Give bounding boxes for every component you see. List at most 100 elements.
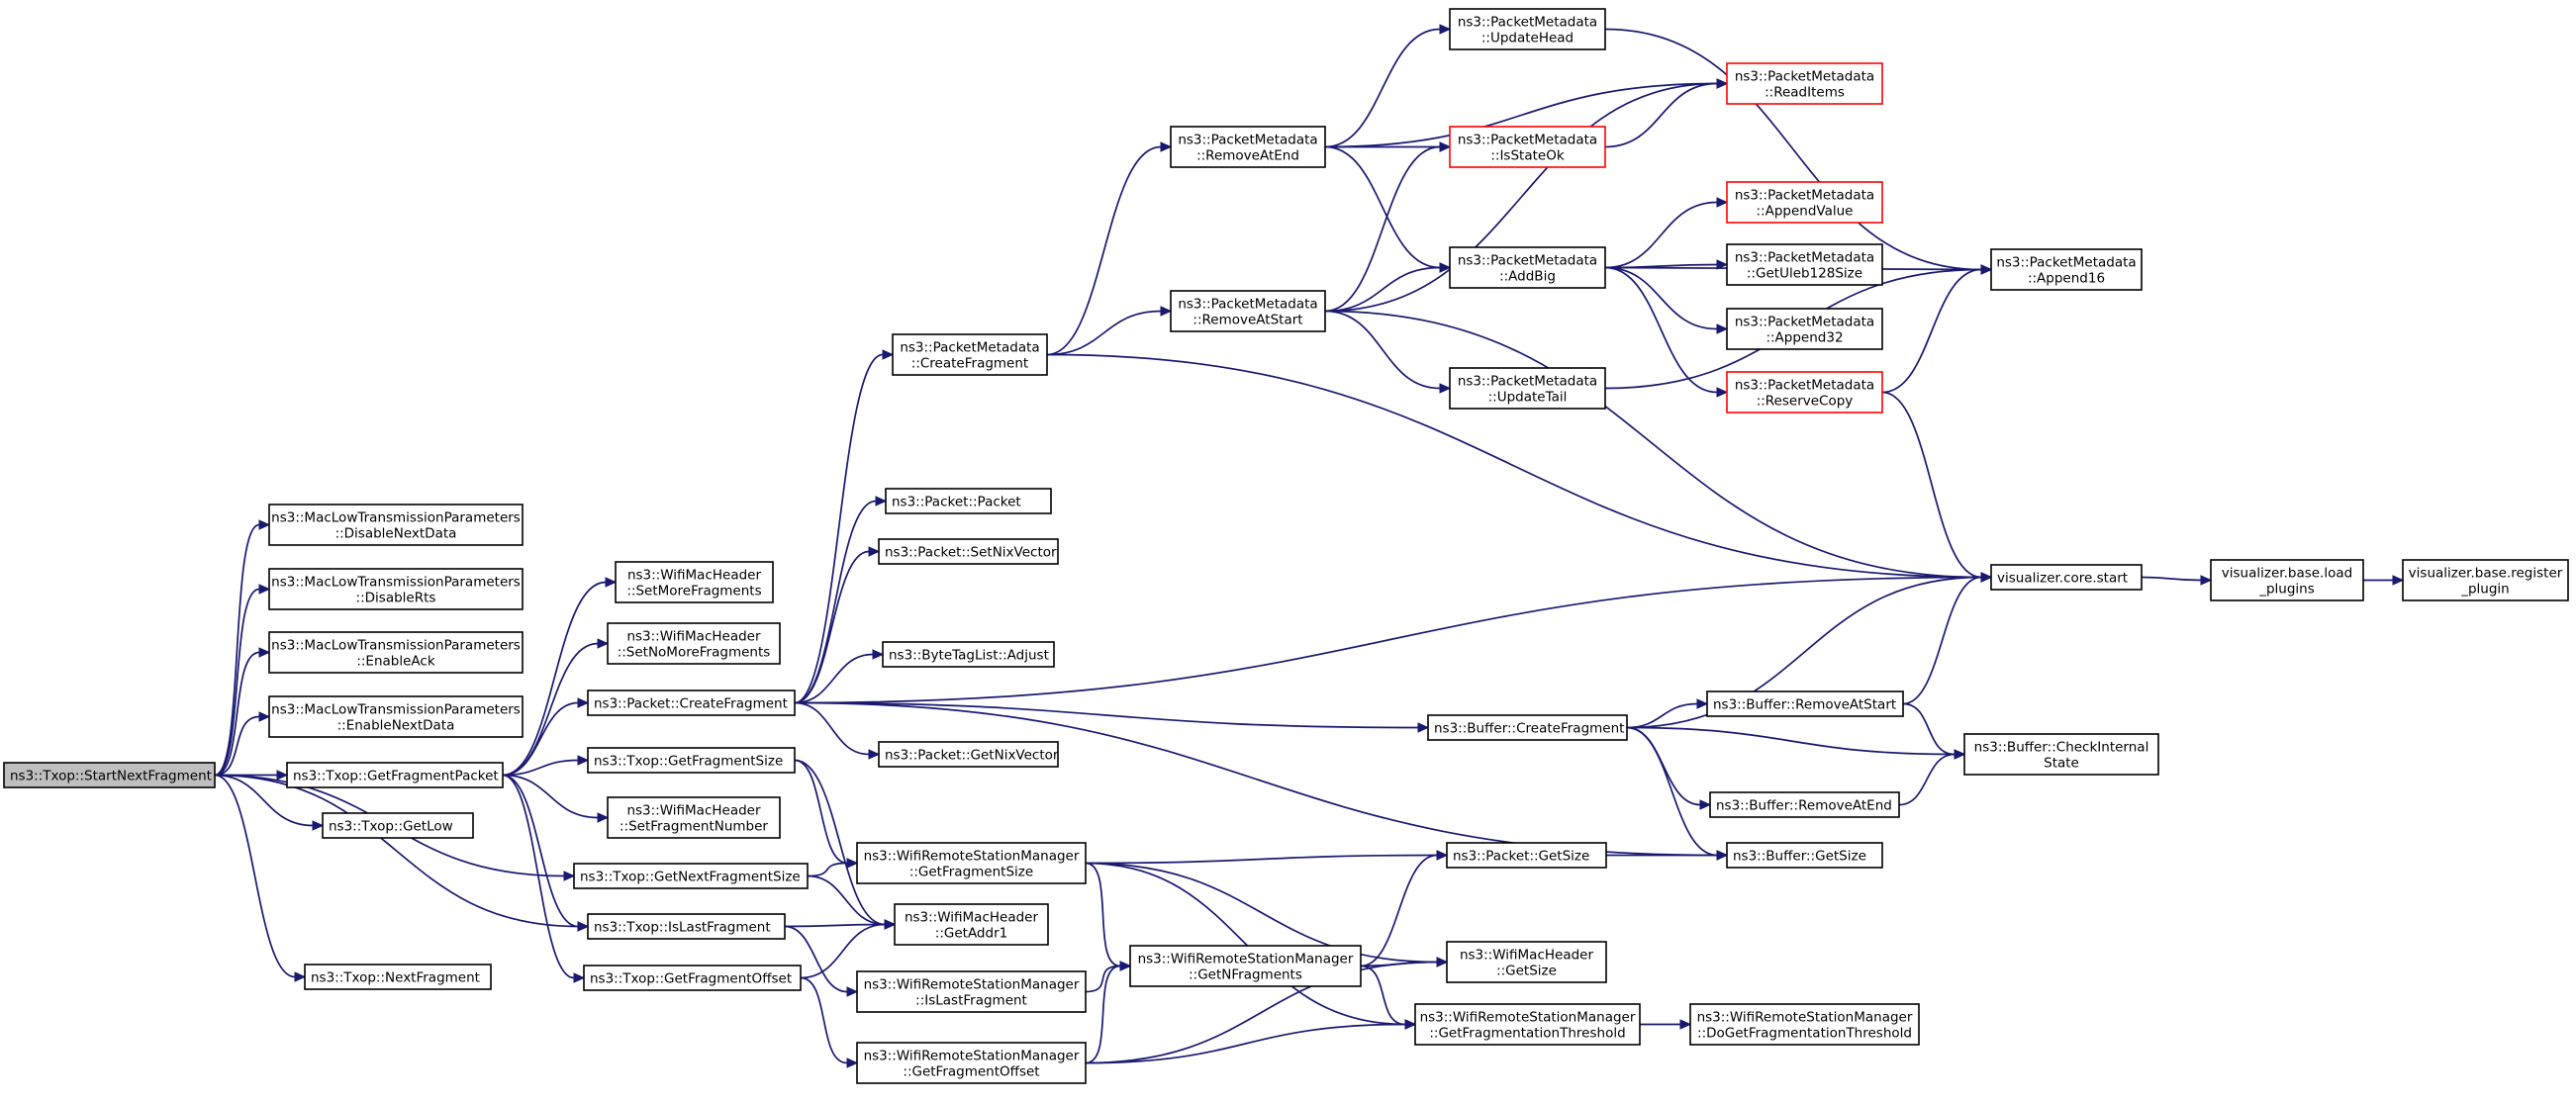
- node-add-big[interactable]: ns3::PacketMetadata::AddBig: [1449, 246, 1606, 289]
- node-box: [878, 741, 1059, 768]
- node-get-addr1[interactable]: ns3::WifiMacHeader::GetAddr1: [894, 903, 1049, 946]
- node-update-tail[interactable]: ns3::PacketMetadata::UpdateTail: [1449, 367, 1606, 410]
- edge-line: [502, 581, 607, 777]
- node-is-last-fragment[interactable]: ns3::Txop::IsLastFragment: [587, 913, 786, 940]
- node-buffer-remove-at-start[interactable]: ns3::Buffer::RemoveAtStart: [1706, 690, 1904, 717]
- node-label-line: ns3::Txop::GetLow: [329, 819, 453, 835]
- node-wrsm-get-fragment-offset[interactable]: ns3::WifiRemoteStationManager::GetFragme…: [856, 1042, 1087, 1084]
- edge-packet_create_fragment-to-set_nix_vector: [794, 546, 881, 704]
- node-label-line: ns3::WifiRemoteStationManager: [1697, 1010, 1913, 1026]
- arrowhead-icon: [577, 755, 590, 766]
- node-label-line: ns3::PacketMetadata: [1735, 250, 1874, 266]
- node-visualizer-base-register-plugin[interactable]: visualizer.base.register_plugin: [2402, 559, 2569, 601]
- node-box: [882, 641, 1055, 668]
- node-buffer-get-size[interactable]: ns3::Buffer::GetSize: [1726, 842, 1883, 869]
- node-label-line: ns3::Buffer::CreateFragment: [1434, 721, 1624, 737]
- arrowhead-icon: [1980, 264, 1993, 275]
- node-buffer-create-fragment[interactable]: ns3::Buffer::CreateFragment: [1427, 714, 1628, 741]
- arrowhead-icon: [1696, 698, 1709, 709]
- edge-buffer_create_fragment-to-buffer_remove_at_start: [1626, 698, 1709, 729]
- node-enable-ack[interactable]: ns3::MacLowTransmissionParameters::Enabl…: [268, 631, 524, 674]
- node-packet-get-size[interactable]: ns3::Packet::GetSize: [1446, 842, 1607, 869]
- node-append16[interactable]: ns3::PacketMetadata::Append16: [1990, 248, 2143, 291]
- node-label-line: ::RemoveAtStart: [1193, 313, 1302, 328]
- node-get-nix-vector[interactable]: ns3::Packet::GetNixVector: [878, 741, 1059, 768]
- node-append-value[interactable]: ns3::PacketMetadata::AppendValue: [1726, 181, 1883, 224]
- edge-start_next_fragment-to-disable_rts: [214, 584, 271, 777]
- node-set-more-fragments[interactable]: ns3::WifiMacHeader::SetMoreFragments: [615, 561, 774, 603]
- node-update-head[interactable]: ns3::PacketMetadata::UpdateHead: [1449, 8, 1606, 50]
- edge-txop_get_fragment_offset-to-get_addr1: [800, 919, 897, 979]
- arrowhead-icon: [597, 638, 610, 649]
- node-get-fragmentation-threshold[interactable]: ns3::WifiRemoteStationManager::GetFragme…: [1414, 1003, 1641, 1046]
- edge-line: [1604, 266, 1718, 330]
- node-wrsm-get-fragment-size[interactable]: ns3::WifiRemoteStationManager::GetFragme…: [856, 842, 1087, 884]
- node-do-get-fragmentation-threshold[interactable]: ns3::WifiRemoteStationManager::DoGetFrag…: [1689, 1003, 1920, 1046]
- node-label-line: ::IsStateOk: [1490, 148, 1564, 164]
- arrowhead-icon: [1716, 259, 1729, 270]
- node-txop-get-fragment-offset[interactable]: ns3::Txop::GetFragmentOffset: [583, 965, 802, 991]
- node-label-line: ::SetNoMoreFragments: [618, 645, 771, 661]
- node-set-nix-vector[interactable]: ns3::Packet::SetNixVector: [878, 538, 1059, 565]
- node-get-uleb128-size[interactable]: ns3::PacketMetadata::GetUleb128Size: [1726, 243, 1883, 286]
- edge-remove_at_start-to-visualizer_core_start: [1324, 310, 1993, 583]
- node-txop-get-fragment-size[interactable]: ns3::Txop::GetFragmentSize: [587, 747, 796, 774]
- node-enable-next-data[interactable]: ns3::MacLowTransmissionParameters::Enabl…: [268, 695, 524, 738]
- edge-buffer_create_fragment-to-check_internal_state: [1626, 726, 1966, 760]
- node-get-n-fragments[interactable]: ns3::WifiRemoteStationManager::GetNFragm…: [1129, 945, 1362, 987]
- node-start-next-fragment[interactable]: ns3::Txop::StartNextFragment: [3, 762, 216, 788]
- node-next-fragment[interactable]: ns3::Txop::NextFragment: [304, 964, 492, 990]
- node-reserve-copy[interactable]: ns3::PacketMetadata::ReserveCopy: [1726, 371, 1883, 414]
- node-disable-next-data[interactable]: ns3::MacLowTransmissionParameters::Disab…: [268, 504, 524, 546]
- edge-line: [214, 523, 260, 777]
- node-label-line: ::IsLastFragment: [915, 993, 1027, 1009]
- node-get-low[interactable]: ns3::Txop::GetLow: [322, 812, 474, 839]
- node-bytetaglist-adjust[interactable]: ns3::ByteTagList::Adjust: [882, 641, 1055, 668]
- arrowhead-icon: [597, 812, 610, 823]
- edge-remove_at_end-to-add_big: [1324, 145, 1452, 273]
- node-remove-at-start[interactable]: ns3::PacketMetadata::RemoveAtStart: [1170, 290, 1326, 332]
- node-pm-create-fragment[interactable]: ns3::PacketMetadata::CreateFragment: [892, 333, 1048, 376]
- node-visualizer-core-start[interactable]: visualizer.core.start: [1990, 564, 2143, 591]
- edge-wrsm_get_fragment_offset-to-get_n_fragments: [1085, 961, 1132, 1064]
- node-label-line: ns3::WifiMacHeader: [1460, 948, 1594, 964]
- edges-layer: [214, 24, 2405, 1068]
- node-wmh-get-size[interactable]: ns3::WifiMacHeader::GetSize: [1446, 941, 1607, 983]
- node-remove-at-end[interactable]: ns3::PacketMetadata::RemoveAtEnd: [1170, 126, 1326, 168]
- node-read-items[interactable]: ns3::PacketMetadata::ReadItems: [1726, 62, 1883, 105]
- edge-line: [1360, 854, 1438, 967]
- edge-is_state_ok-to-read_items: [1604, 78, 1729, 148]
- node-visualizer-base-load-plugins[interactable]: visualizer.base.load_plugins: [2210, 559, 2364, 601]
- node-box: [1170, 126, 1326, 168]
- node-is-state-ok[interactable]: ns3::PacketMetadata::IsStateOk: [1449, 126, 1606, 168]
- node-label-line: ns3::Packet::CreateFragment: [594, 696, 788, 712]
- edge-get_next_fragment_size-to-wrsm_get_fragment_size: [807, 858, 859, 877]
- node-label-line: ns3::PacketMetadata: [1735, 378, 1874, 394]
- arrowhead-icon: [868, 546, 881, 557]
- node-label-line: ns3::Txop::NextFragment: [311, 970, 480, 986]
- edge-line: [502, 701, 579, 777]
- node-buffer-remove-at-end[interactable]: ns3::Buffer::RemoveAtEnd: [1709, 791, 1900, 818]
- node-label-line: ::EnableNextData: [337, 718, 455, 734]
- node-box: [2210, 559, 2364, 601]
- node-label-line: ns3::WifiRemoteStationManager: [864, 1049, 1080, 1064]
- arrowhead-icon: [875, 496, 888, 506]
- node-box: [1963, 733, 2159, 776]
- node-packet-packet[interactable]: ns3::Packet::Packet: [885, 488, 1052, 514]
- node-label-line: _plugins: [2258, 582, 2315, 598]
- edge-line: [794, 550, 870, 704]
- node-set-fragment-number[interactable]: ns3::WifiMacHeader::SetFragmentNumber: [607, 796, 781, 839]
- arrowhead-icon: [258, 584, 271, 595]
- node-disable-rts[interactable]: ns3::MacLowTransmissionParameters::Disab…: [268, 568, 524, 610]
- node-label-line: ::DisableNextData: [335, 526, 457, 542]
- node-wrsm-is-last-fragment[interactable]: ns3::WifiRemoteStationManager::IsLastFra…: [856, 970, 1087, 1013]
- node-packet-create-fragment[interactable]: ns3::Packet::CreateFragment: [587, 690, 796, 716]
- node-set-no-more-fragments[interactable]: ns3::WifiMacHeader::SetNoMoreFragments: [607, 622, 781, 665]
- node-box: [268, 695, 524, 738]
- node-append32[interactable]: ns3::PacketMetadata::Append32: [1726, 308, 1883, 350]
- edge-line: [794, 353, 884, 704]
- node-label-line: ns3::Txop::GetFragmentOffset: [590, 971, 792, 987]
- node-get-fragment-packet[interactable]: ns3::Txop::GetFragmentPacket: [286, 762, 504, 788]
- node-get-next-fragment-size[interactable]: ns3::Txop::GetNextFragmentSize: [573, 863, 809, 889]
